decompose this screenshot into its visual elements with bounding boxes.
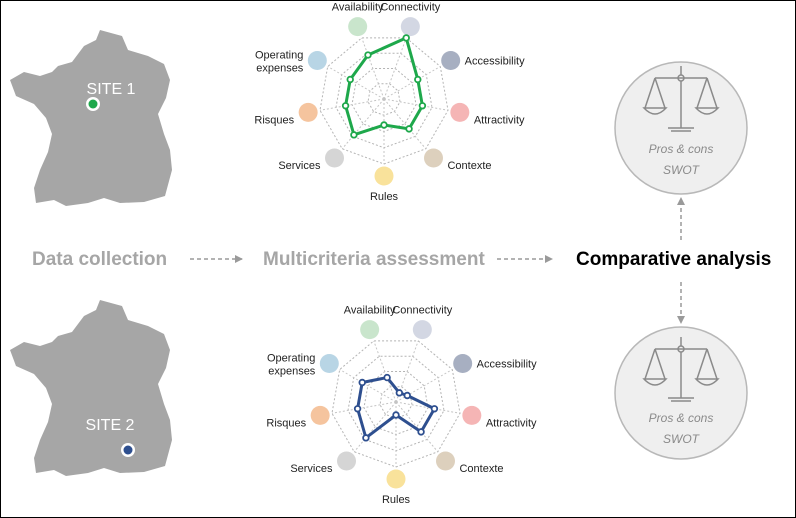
criterion-icon <box>325 148 345 168</box>
radar-spoke <box>339 369 397 403</box>
criterion-label: Accessibility <box>477 359 537 371</box>
swot-label-1: SWOT <box>663 163 701 177</box>
radar-point-availability <box>383 373 391 382</box>
criterion-icon <box>374 166 394 186</box>
radar-point-attractivity <box>418 102 427 110</box>
criterion-icon <box>400 17 420 37</box>
radar-spoke <box>383 98 449 111</box>
radar-chart-site1: ConnectivityAccessibilityAttractivityCon… <box>254 2 525 203</box>
criterion-label: Availability <box>344 305 396 317</box>
radar-series-2-0 <box>356 376 436 440</box>
stage-multicriteria: Multicriteria assessment <box>263 249 485 270</box>
criterion-label: Rules <box>370 191 399 203</box>
radar-point-risques <box>341 102 350 110</box>
criterion-label: Services <box>278 160 321 172</box>
radar-point-rules <box>392 411 400 419</box>
pros-cons-label-1: Pros & cons <box>649 142 714 156</box>
criterion-icon <box>360 320 380 340</box>
criterion-label: Attractivity <box>474 114 525 126</box>
radar-grid-ring-2 <box>363 370 429 436</box>
radar-point-availability <box>364 51 372 59</box>
radar-point-services <box>362 434 370 442</box>
radar-spoke <box>395 401 461 414</box>
radar-point-contexte <box>405 125 413 133</box>
radar-spoke <box>395 369 453 403</box>
criterion-icon <box>441 51 461 70</box>
france-map-2 <box>10 300 172 476</box>
radar-spoke <box>331 401 397 414</box>
radar-spoke <box>319 98 385 111</box>
swot-label-2: SWOT <box>663 432 701 446</box>
pros-cons-label-2: Pros & cons <box>649 411 714 425</box>
radar-point-services <box>350 131 358 139</box>
criterion-label: Connectivity <box>380 2 440 14</box>
radar-point-accessibility <box>414 75 422 84</box>
site1-label: SITE 1 <box>87 81 136 98</box>
radar-spoke <box>361 37 385 100</box>
site1-map: SITE 1 <box>10 30 172 206</box>
radar-spoke <box>395 401 439 453</box>
criterion-label: Accessibility <box>465 56 525 68</box>
criterion-icon <box>298 102 318 122</box>
radar-spoke <box>373 340 397 403</box>
radar-spoke <box>383 37 407 100</box>
radar-spoke <box>383 66 441 100</box>
criterion-icon <box>307 51 327 70</box>
radar-point-attractivity <box>430 405 439 413</box>
criterion-label: Rules <box>382 494 411 506</box>
criterion-icon <box>386 469 406 489</box>
criterion-icon <box>319 354 339 373</box>
criterion-label: Connectivity <box>392 305 452 317</box>
france-map-1 <box>10 30 172 206</box>
stage-comparative: Comparative analysis <box>576 249 771 270</box>
criterion-icon <box>348 17 368 37</box>
radar-series-1-0 <box>344 36 424 137</box>
radar-spoke <box>395 340 419 403</box>
criterion-label: Risques <box>266 417 306 429</box>
scales-icon <box>642 66 720 132</box>
radar-spoke <box>353 401 397 453</box>
radar-spoke <box>327 66 385 100</box>
criterion-icon <box>412 320 432 340</box>
radar-point-connectivity <box>402 34 410 42</box>
criterion-icon <box>450 102 470 122</box>
site2-label: SITE 2 <box>86 417 135 434</box>
criterion-icon <box>435 451 455 471</box>
criterion-label: Contexte <box>459 463 503 475</box>
criterion-label: Contexte <box>447 160 491 172</box>
site2-map: SITE 2 <box>10 300 172 476</box>
radar-spoke <box>383 98 427 150</box>
criterion-label: Services <box>290 463 333 475</box>
radar-chart-site2: ConnectivityAccessibilityAttractivityCon… <box>266 305 537 506</box>
scales-icon <box>642 337 720 402</box>
radar-spoke <box>341 98 385 150</box>
criterion-icon <box>337 451 357 471</box>
analysis-circle-2: Pros & cons SWOT <box>614 326 748 460</box>
criterion-icon <box>423 148 443 168</box>
radar-grid-ring-4 <box>319 37 449 165</box>
analysis-circle-1: Pros & cons SWOT <box>614 61 748 195</box>
radar-grid-ring-1 <box>367 83 401 116</box>
radar-point-connectivity <box>395 389 404 397</box>
radar-point-contexte <box>417 428 425 436</box>
criterion-icon <box>462 405 482 425</box>
criterion-label: Attractivity <box>486 417 537 429</box>
criterion-label: Availability <box>332 2 384 14</box>
radar-point-operating-expenses <box>346 75 354 84</box>
criterion-icon <box>453 354 473 373</box>
criterion-icon <box>310 405 330 425</box>
radar-point-risques <box>353 405 362 413</box>
radar-grid-ring-1 <box>379 386 413 419</box>
radar-point-operating-expenses <box>358 378 366 387</box>
radar-point-accessibility <box>403 391 411 400</box>
radar-grid-ring-4 <box>331 340 461 468</box>
radar-point-rules <box>380 121 388 129</box>
stage-data-collection: Data collection <box>32 249 167 270</box>
criterion-label: Risques <box>254 114 294 126</box>
